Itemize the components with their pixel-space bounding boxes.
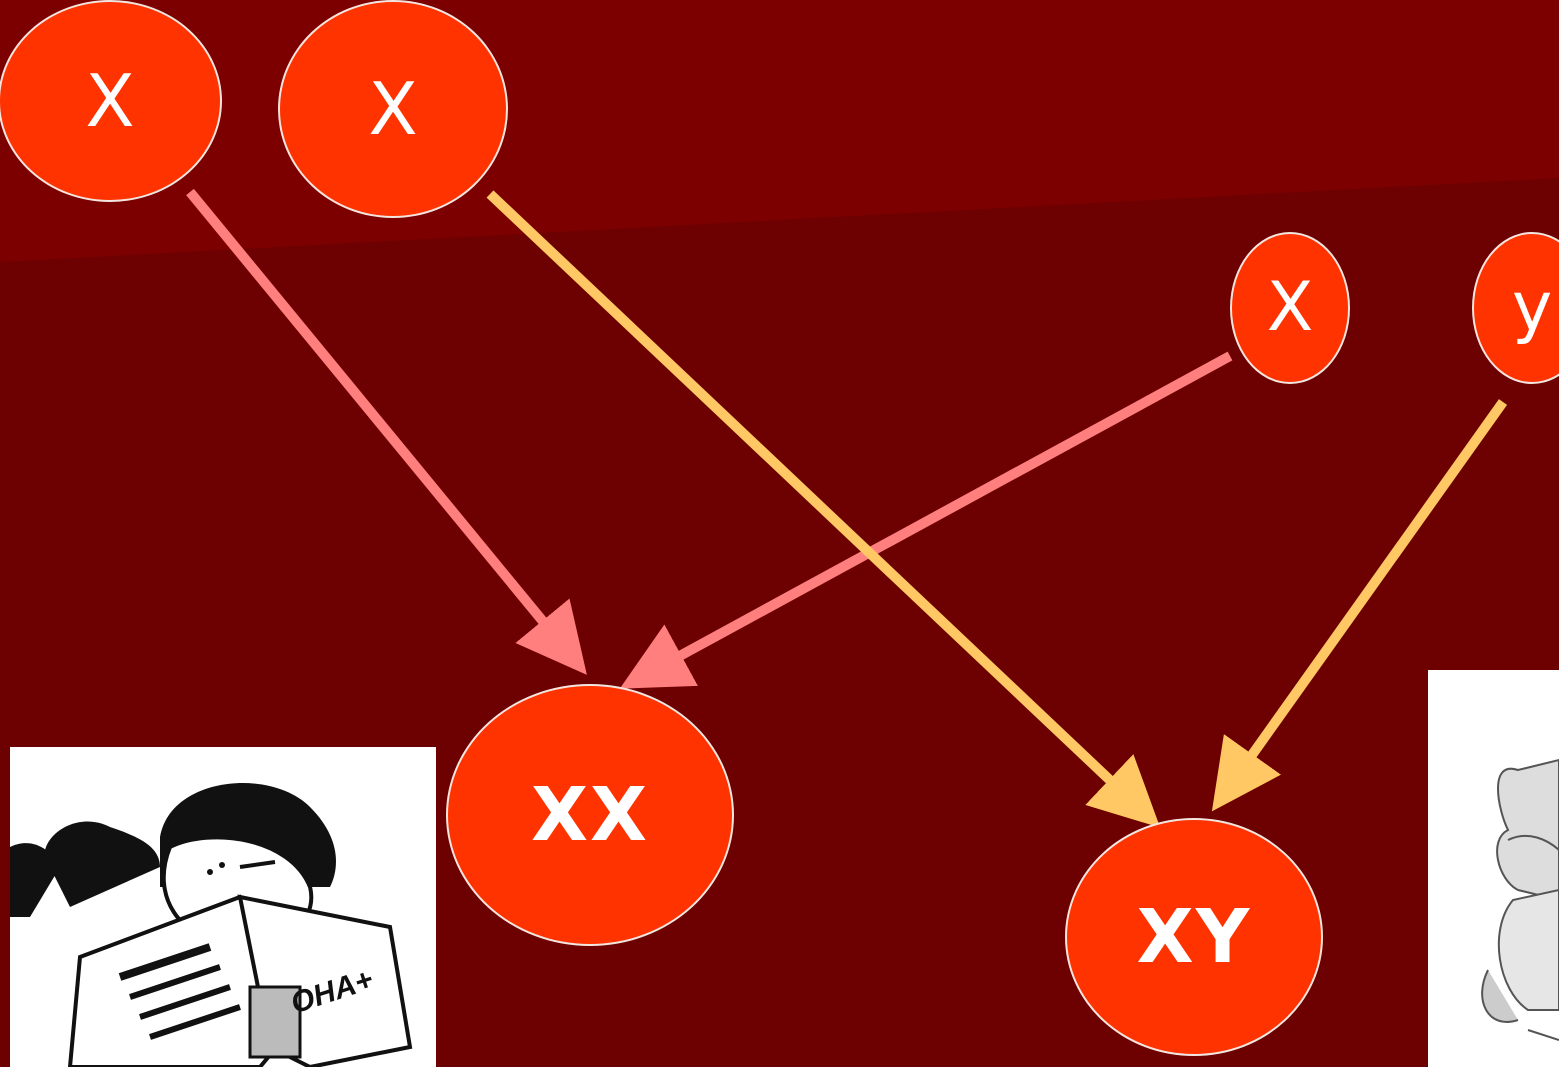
arrow-x1-to-xx [186, 188, 587, 675]
boy-illustration-icon [1481, 758, 1559, 1041]
node-label: X [368, 67, 418, 151]
node-child-xy: XY [1065, 818, 1323, 1056]
node-parent1-x2: X [278, 0, 508, 218]
arrow-x-to-xx [619, 351, 1233, 689]
node-label: X [85, 59, 135, 143]
node-parent2-x: X [1230, 232, 1350, 384]
node-child-xx: XX [446, 684, 734, 946]
node-label: y [1512, 268, 1553, 347]
node-label: XX [530, 772, 650, 858]
node-parent1-x1: X [0, 0, 222, 202]
arrow-x2-to-xy [486, 190, 1161, 828]
girl-reading-magazine-icon [10, 783, 413, 1067]
girl-reading-illustration: ОНА+ [10, 747, 436, 1067]
arrow-y-to-xy [1211, 399, 1508, 812]
boy-illustration [1428, 670, 1559, 1067]
node-label: X [1266, 268, 1314, 347]
node-label: XY [1136, 894, 1252, 980]
node-parent2-y: y [1472, 232, 1559, 384]
